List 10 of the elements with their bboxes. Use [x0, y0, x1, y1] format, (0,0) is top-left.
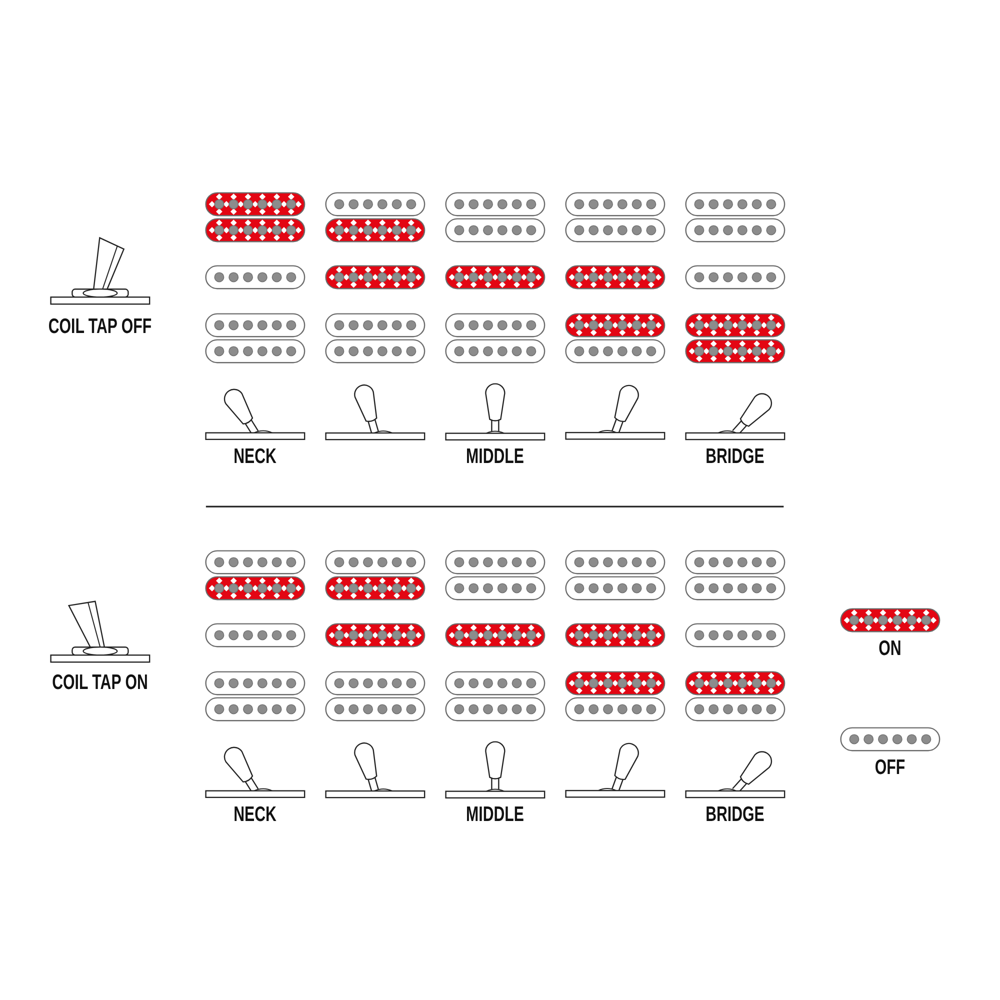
- switch-position-label: MIDDLE: [466, 804, 524, 825]
- legend-label: ON: [878, 638, 902, 659]
- switch-position-label: MIDDLE: [466, 446, 524, 467]
- mode-label: COIL TAP ON: [52, 672, 148, 693]
- switch-position-label: BRIDGE: [706, 804, 764, 825]
- legend-label: OFF: [874, 757, 906, 778]
- switch-position-label: BRIDGE: [706, 446, 764, 467]
- switch-position-label: NECK: [234, 446, 276, 467]
- mode-label: COIL TAP OFF: [48, 316, 152, 337]
- switch-position-label: NECK: [234, 804, 276, 825]
